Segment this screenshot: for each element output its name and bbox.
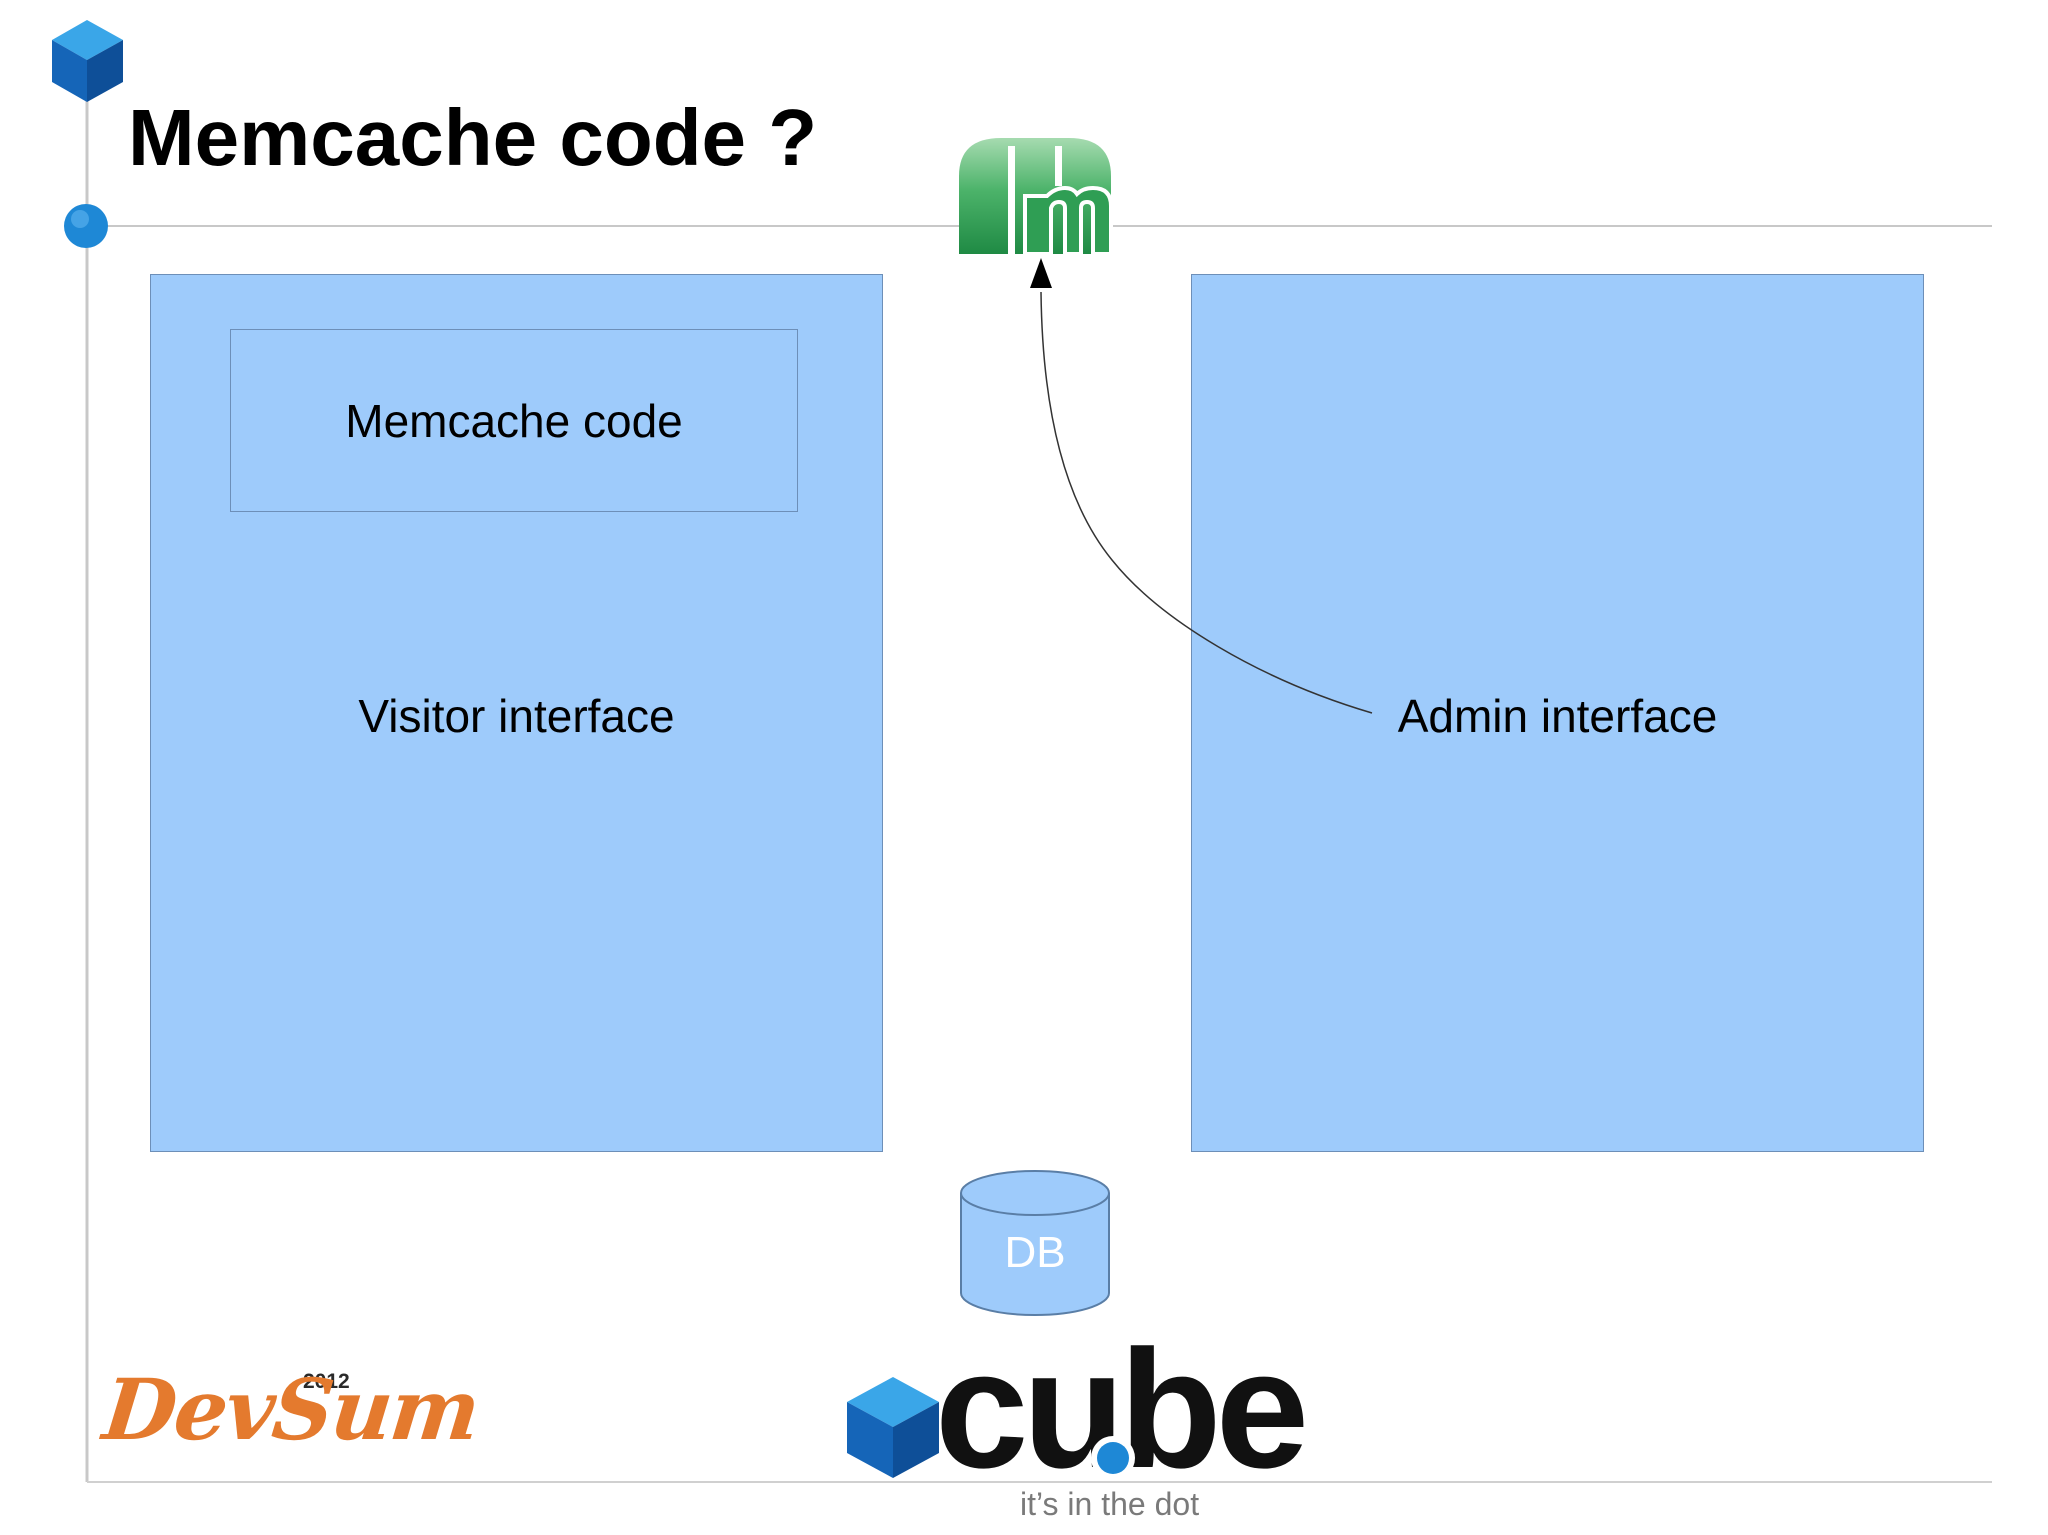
devsum-logo: DevSum: [98, 1360, 483, 1459]
visitor-interface-label: Visitor interface: [358, 690, 675, 742]
slide-title: Memcache code ?: [128, 93, 818, 182]
timeline-dot-icon: [64, 204, 108, 248]
visitor-interface-box: Memcache code Visitor interface: [150, 274, 883, 1152]
database-cylinder-icon: [960, 1170, 1110, 1316]
corner-cube-icon: [52, 20, 123, 102]
memcached-logo-icon: [959, 138, 1113, 256]
arrow-head-icon: [1030, 258, 1052, 288]
memcache-code-box: Memcache code: [230, 329, 798, 512]
admin-interface-box: Admin interface: [1191, 274, 1924, 1152]
cube-logo-icon: [847, 1377, 939, 1478]
devsum-year: 2012: [303, 1370, 350, 1393]
database-label: DB: [1004, 1228, 1066, 1277]
cube-tagline: it’s in the dot: [1020, 1486, 1200, 1522]
cube-dot-icon: [1091, 1436, 1135, 1480]
admin-interface-label: Admin interface: [1397, 690, 1718, 742]
